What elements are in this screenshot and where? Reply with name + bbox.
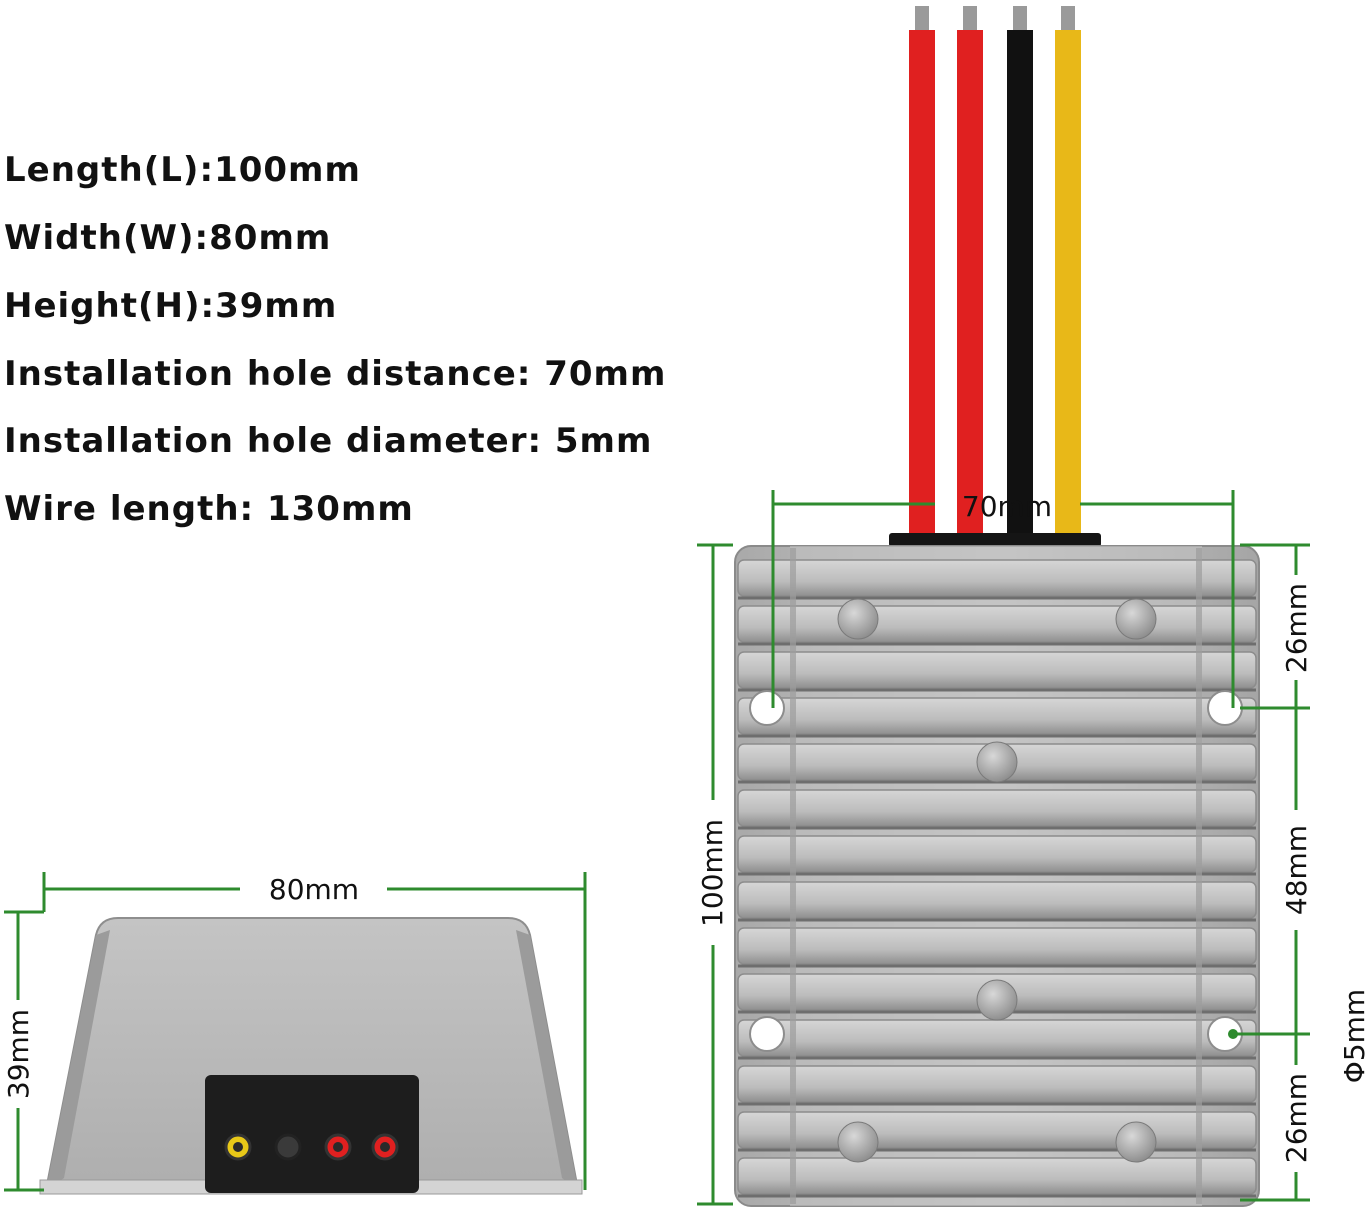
cooling-fin xyxy=(737,1111,1257,1149)
wire-tip-2 xyxy=(963,6,977,32)
label-hole-size: Φ5mm xyxy=(1338,989,1368,1083)
spec-width: Width(W):80mm xyxy=(4,218,332,258)
cooling-fin xyxy=(737,559,1257,597)
wire-red-2 xyxy=(957,30,983,540)
mounting-holes xyxy=(749,690,1243,1052)
spec-length: Length(L):100mm xyxy=(4,150,361,190)
dimension-lines-front-view xyxy=(4,872,587,1192)
wire-grommet xyxy=(889,533,1101,547)
wires xyxy=(889,6,1101,547)
mounting-hole-top-left xyxy=(749,690,785,726)
wire-tip-3 xyxy=(1013,6,1027,32)
cooling-fin xyxy=(737,927,1257,965)
label-top-offset: 26mm xyxy=(1280,583,1313,673)
mounting-hole-top-right xyxy=(1207,690,1243,726)
screw xyxy=(837,1121,879,1163)
screws xyxy=(837,598,1157,1163)
cooling-fin xyxy=(737,1019,1257,1057)
spec-wire-length: Wire length: 130mm xyxy=(4,489,414,529)
label-middle-gap: 48mm xyxy=(1280,825,1313,915)
wire-yellow xyxy=(1055,30,1081,540)
screw xyxy=(837,598,879,640)
terminal-panel xyxy=(205,1075,419,1193)
terminal-black xyxy=(274,1133,302,1161)
spec-hole-distance: Installation hole distance: 70mm xyxy=(4,354,667,394)
cooling-fin xyxy=(737,605,1257,643)
label-bottom-offset: 26mm xyxy=(1280,1073,1313,1163)
screw xyxy=(976,741,1018,783)
wire-red-1 xyxy=(909,30,935,540)
cooling-fin xyxy=(737,881,1257,919)
cooling-fin xyxy=(737,789,1257,827)
screw xyxy=(1115,1121,1157,1163)
spec-height: Height(H):39mm xyxy=(4,286,338,326)
cooling-fin xyxy=(737,835,1257,873)
side-channel xyxy=(790,548,796,1204)
dimension-lines-top-view xyxy=(697,490,1310,1206)
cooling-fin xyxy=(737,1157,1257,1195)
wire-tip-4 xyxy=(1061,6,1075,32)
side-channel xyxy=(1196,548,1202,1204)
label-body-length: 100mm xyxy=(696,819,729,927)
screw xyxy=(976,979,1018,1021)
front-view-housing xyxy=(39,917,583,1195)
cooling-fin xyxy=(737,697,1257,735)
cooling-fin xyxy=(737,1065,1257,1103)
spec-hole-diameter: Installation hole diameter: 5mm xyxy=(4,421,653,461)
cooling-fin xyxy=(737,651,1257,689)
mounting-hole-bottom-left xyxy=(749,1016,785,1052)
label-hole-spacing: 70mm xyxy=(962,490,1052,523)
wire-black xyxy=(1007,30,1033,540)
screw xyxy=(1115,598,1157,640)
label-front-width: 80mm xyxy=(269,873,359,906)
wire-tip-1 xyxy=(915,6,929,32)
label-front-height: 39mm xyxy=(2,1009,35,1099)
